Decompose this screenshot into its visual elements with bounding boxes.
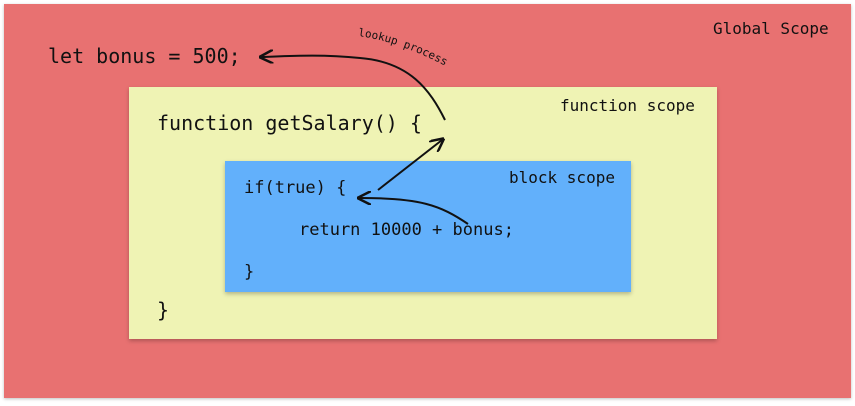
block-scope-label: block scope bbox=[509, 168, 615, 187]
lookup-process-text: lookup process bbox=[357, 26, 449, 68]
arrow-bonus-to-if bbox=[360, 198, 469, 225]
function-scope-label: function scope bbox=[560, 96, 695, 115]
arrow-if-to-function bbox=[377, 140, 442, 191]
function-open-line: function getSalary() { bbox=[157, 111, 422, 135]
bonus-declaration: let bonus = 500; bbox=[48, 44, 241, 68]
arrow-function-to-global bbox=[262, 56, 446, 121]
if-open-line: if(true) { bbox=[244, 178, 347, 198]
function-close-brace: } bbox=[157, 298, 170, 322]
global-scope-label: Global Scope bbox=[713, 19, 829, 38]
lookup-process-label: lookup process bbox=[357, 26, 449, 68]
block-scope-box bbox=[225, 161, 631, 292]
block-close-brace: } bbox=[244, 262, 255, 282]
return-statement: return 10000 + bonus; bbox=[299, 220, 514, 240]
